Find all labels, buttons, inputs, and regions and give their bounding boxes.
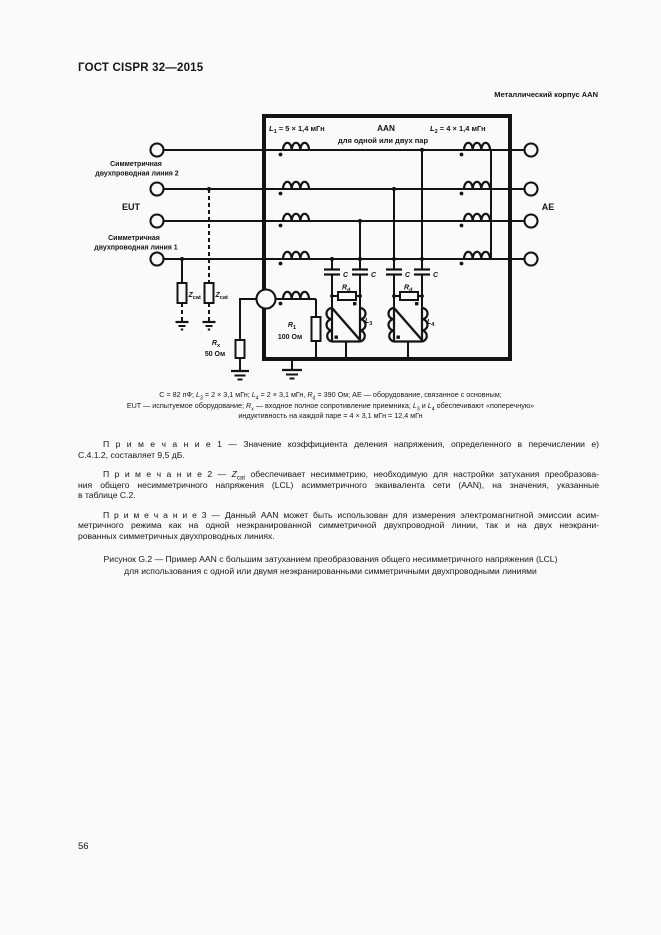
- figure-caption-line: для использования с одной или двумя неэк…: [124, 566, 537, 577]
- l3-label: L3: [365, 318, 372, 327]
- zcat1-label: Zcat: [188, 292, 202, 301]
- rd-label: Rd: [404, 285, 413, 294]
- ground-icon: [231, 369, 249, 381]
- page-number: 56: [78, 841, 89, 852]
- wire-lines: [164, 149, 524, 260]
- figure-legend: C = 82 пФ; L3 = 2 × 3,1 мГн; L4 = 2 × 3,…: [60, 390, 601, 422]
- note-line: П р и м е ч а н и е 3 — Данный AAN может…: [103, 509, 599, 520]
- polarity-dots: [278, 152, 283, 266]
- ground-icon: [175, 320, 189, 331]
- note-line: рованных симметричных двухпроводных лини…: [78, 531, 275, 542]
- note-line: метричного режима как на одной неэкранир…: [78, 520, 599, 531]
- measuring-port: [255, 288, 277, 310]
- notes-block: П р и м е ч а н и е 1 — Значение коэффиц…: [78, 439, 599, 550]
- legend-line: индуктивность на каждой паре = 4 × 3,1 м…: [238, 411, 423, 421]
- pair1-label-line2: двухпроводная линия 1: [94, 245, 178, 252]
- circuit-diagram: Металлический корпус AAN Zcat Zcat L1: [94, 90, 598, 381]
- l4-label: L4: [427, 319, 435, 328]
- note-1: П р и м е ч а н и е 1 — Значение коэффиц…: [78, 439, 599, 460]
- rx-resistor: [234, 339, 246, 359]
- ae-label: AE: [542, 202, 555, 212]
- c-label: C: [433, 272, 439, 279]
- note-3: П р и м е ч а н и е 3 — Данный AAN может…: [78, 510, 599, 542]
- pair2-label-line2: двухпроводная линия 2: [95, 171, 179, 178]
- rx-label: Rx: [212, 340, 221, 349]
- r1-resistor: [310, 316, 322, 342]
- figure-caption-line: Рисунок G.2 — Пример AAN с большим затух…: [103, 554, 558, 564]
- zcat2-label: Zcat: [215, 292, 229, 301]
- aan-subtitle: для одной или двух пар: [338, 136, 429, 145]
- junction-dots: [329, 147, 425, 262]
- capacitor-plates: [324, 268, 430, 276]
- legend-line: C = 82 пФ; L3 = 2 × 3,1 мГн; L4 = 2 × 3,…: [159, 390, 502, 402]
- figure-caption: Рисунок G.2 — Пример AAN с большим затух…: [62, 553, 599, 577]
- l4-network: Rd L4: [387, 285, 435, 361]
- pair1-label-line1: Симметричная: [108, 235, 160, 242]
- note-line: С.4.1.2, составляет 9,5 дБ.: [78, 449, 185, 460]
- l4-coils: [387, 306, 429, 343]
- rd-label: Rd: [342, 285, 351, 294]
- case-label: Металлический корпус AAN: [494, 90, 598, 99]
- r1-label: R1: [288, 322, 296, 331]
- note-line: в таблице С.2.: [78, 490, 136, 501]
- legend-line: EUT — испытуемое оборудование; Rx — вход…: [126, 400, 535, 413]
- r1-value: 100 Ом: [278, 334, 302, 341]
- note-line: ния общего несимметричного напряжения (L…: [78, 479, 599, 490]
- l1-value-label: L1 = 5 × 1,4 мГн: [269, 124, 325, 135]
- ground-icon: [202, 320, 216, 331]
- l3-network: Rd L3: [325, 285, 372, 361]
- eut-label: EUT: [122, 202, 141, 212]
- l3-coils: [325, 306, 367, 343]
- l2-value-label: L2 = 4 × 1,4 мГн: [430, 124, 486, 135]
- c-label: C: [343, 272, 349, 279]
- rx-value: 50 Ом: [205, 351, 225, 358]
- measuring-branch: R1 100 Ом Rx 50 Ом: [205, 288, 322, 381]
- pair2-label-line1: Симметричная: [110, 161, 162, 168]
- ae-terminals: [523, 142, 539, 267]
- note-line: П р и м е ч а н и е 1 — Значение коэффиц…: [103, 439, 599, 449]
- aan-metal-case: [262, 114, 512, 361]
- l2-windings: [459, 141, 492, 266]
- l1-windings: [278, 141, 311, 266]
- c-label: C: [371, 272, 377, 279]
- aan-title: AAN: [377, 124, 395, 133]
- eut-terminals: [149, 142, 165, 267]
- c-label: C: [405, 272, 411, 279]
- zcat-unbalance-network: Zcat Zcat: [175, 186, 229, 331]
- standard-header: ГОСТ CISPR 32—2015: [78, 62, 204, 74]
- polarity-dots: [459, 152, 464, 266]
- capacitors: C C C C: [324, 147, 439, 296]
- case-ground-icon: [282, 361, 302, 380]
- note-2: П р и м е ч а н и е 2 — Zcat обеспечивае…: [78, 469, 599, 501]
- note-line: П р и м е ч а н и е 2 — Zcat обеспечивае…: [103, 469, 599, 482]
